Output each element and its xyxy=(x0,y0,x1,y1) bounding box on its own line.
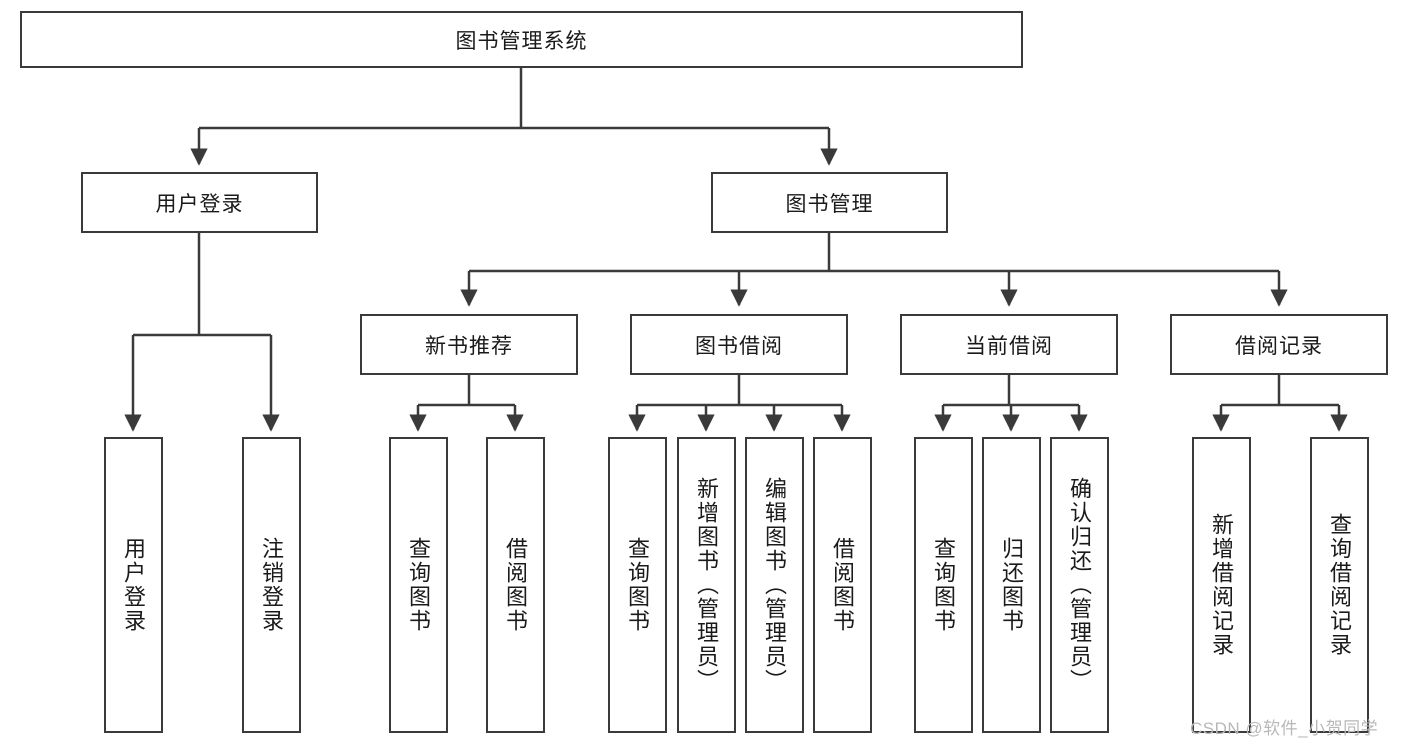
leaf-label: 归还图书 xyxy=(999,537,1025,633)
node-current-borrow-label: 当前借阅 xyxy=(965,334,1053,358)
node-root-system-label: 图书管理系统 xyxy=(455,29,588,53)
leaf-borrow-record-query[interactable]: 查询借阅记录 xyxy=(1310,437,1369,733)
leaf-current-borrow-return[interactable]: 归还图书 xyxy=(982,437,1041,733)
node-borrow-record[interactable]: 借阅记录 xyxy=(1170,314,1388,375)
node-book-borrow[interactable]: 图书借阅 xyxy=(630,314,848,375)
leaf-user-login-signout[interactable]: 注销登录 xyxy=(242,437,301,733)
node-book-management[interactable]: 图书管理 xyxy=(711,172,948,233)
leaf-label: 查询图书 xyxy=(931,537,957,633)
leaf-label: 确认归还（管理员） xyxy=(1067,477,1093,693)
leaf-label: 新增借阅记录 xyxy=(1209,513,1235,657)
node-book-management-label: 图书管理 xyxy=(785,192,874,216)
leaf-user-login-signin[interactable]: 用户登录 xyxy=(104,437,163,733)
leaf-book-borrow-borrow[interactable]: 借阅图书 xyxy=(813,437,872,733)
node-user-login-label: 用户登录 xyxy=(155,192,244,216)
node-new-book-recommend-label: 新书推荐 xyxy=(425,334,513,358)
leaf-label: 查询图书 xyxy=(406,537,432,633)
watermark-text: CSDN @软件_小贺同学 xyxy=(1190,719,1379,738)
leaf-label: 编辑图书（管理员） xyxy=(762,477,788,693)
leaf-label: 查询图书 xyxy=(625,537,651,633)
leaf-label: 注销登录 xyxy=(259,537,285,633)
node-book-borrow-label: 图书借阅 xyxy=(695,334,783,358)
leaf-book-borrow-edit[interactable]: 编辑图书（管理员） xyxy=(745,437,804,733)
leaf-book-borrow-add[interactable]: 新增图书（管理员） xyxy=(677,437,736,733)
leaf-current-borrow-query[interactable]: 查询图书 xyxy=(914,437,973,733)
leaf-book-borrow-query[interactable]: 查询图书 xyxy=(608,437,667,733)
node-borrow-record-label: 借阅记录 xyxy=(1235,334,1323,358)
leaf-label: 查询借阅记录 xyxy=(1327,513,1353,657)
leaf-label: 借阅图书 xyxy=(830,537,856,633)
leaf-new-book-borrow[interactable]: 借阅图书 xyxy=(486,437,545,733)
leaf-label: 借阅图书 xyxy=(503,537,529,633)
node-new-book-recommend[interactable]: 新书推荐 xyxy=(360,314,578,375)
leaf-borrow-record-add[interactable]: 新增借阅记录 xyxy=(1192,437,1251,733)
node-root-system[interactable]: 图书管理系统 xyxy=(20,11,1023,68)
node-current-borrow[interactable]: 当前借阅 xyxy=(900,314,1118,375)
node-user-login[interactable]: 用户登录 xyxy=(81,172,318,233)
leaf-new-book-query[interactable]: 查询图书 xyxy=(389,437,448,733)
leaf-label: 用户登录 xyxy=(121,537,147,633)
leaf-label: 新增图书（管理员） xyxy=(694,477,720,693)
leaf-current-borrow-confirm-return[interactable]: 确认归还（管理员） xyxy=(1050,437,1109,733)
